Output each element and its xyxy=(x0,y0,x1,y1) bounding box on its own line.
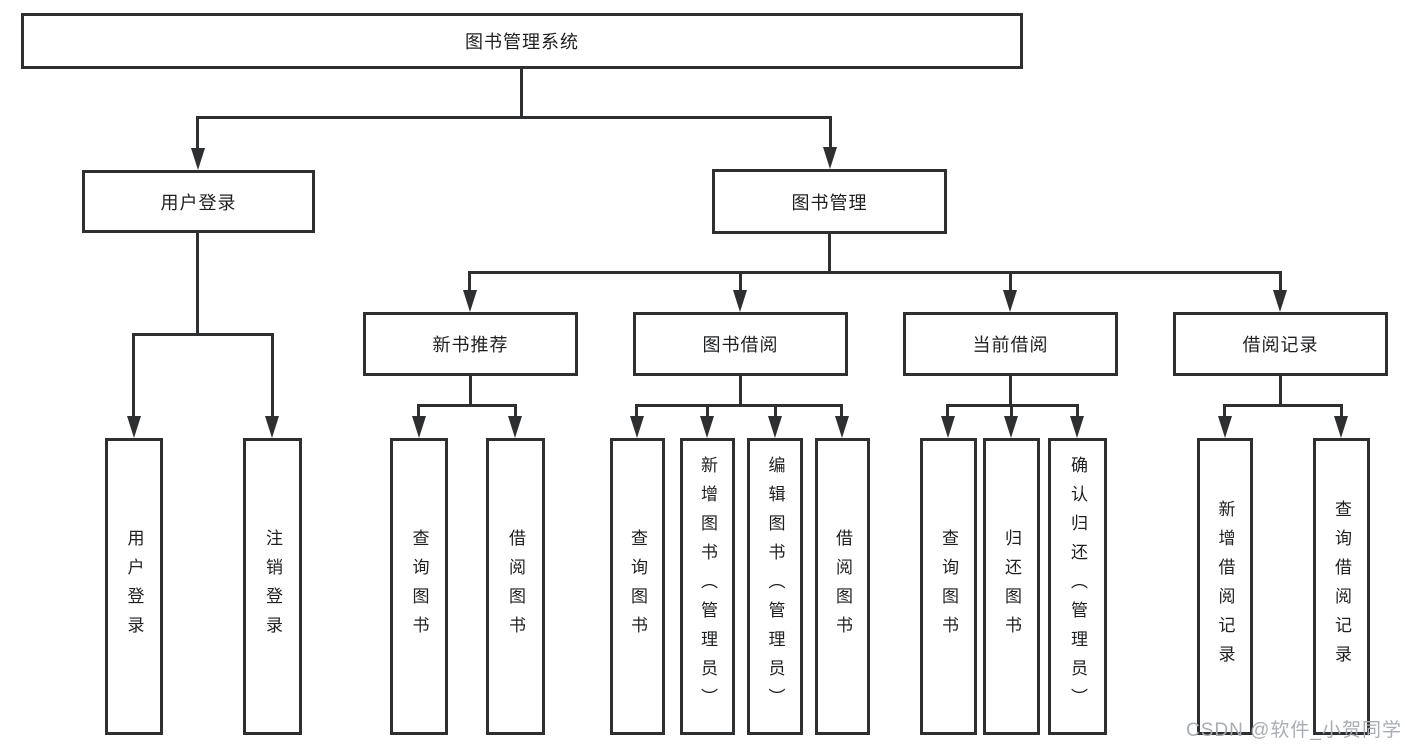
connector-vline xyxy=(635,404,638,422)
leaf-box-query-books-borrow: 查询图书 xyxy=(610,438,665,735)
arrowhead-down-icon xyxy=(412,416,426,438)
arrowhead-down-icon xyxy=(941,416,955,438)
root-box-library-system: 图书管理系统 xyxy=(21,13,1023,69)
connector-vline xyxy=(829,116,832,152)
level3-box-current-borrow: 当前借阅 xyxy=(903,312,1118,376)
arrowhead-down-icon xyxy=(700,416,714,438)
leaf-box-confirm-return-admin: 确认归还（管理员） xyxy=(1048,438,1107,735)
arrowhead-down-icon xyxy=(1004,416,1018,438)
connector-vline xyxy=(520,69,523,119)
connector-vline xyxy=(706,404,709,422)
level3-box-book-borrow: 图书借阅 xyxy=(633,312,848,376)
connector-vline xyxy=(774,404,777,422)
arrowhead-down-icon xyxy=(265,416,279,438)
arrowhead-down-icon xyxy=(508,416,522,438)
arrowhead-down-icon xyxy=(463,290,477,312)
level2-box-user-login: 用户登录 xyxy=(82,170,315,233)
arrowhead-down-icon xyxy=(835,416,849,438)
leaf-box-logout: 注销登录 xyxy=(243,438,302,735)
connector-hline xyxy=(635,404,843,407)
leaf-box-query-borrow-record: 查询借阅记录 xyxy=(1313,438,1370,735)
connector-vline xyxy=(196,233,199,336)
connector-vline xyxy=(739,376,742,407)
arrowhead-down-icon xyxy=(127,416,141,438)
connector-vline xyxy=(1279,271,1282,297)
connector-vline xyxy=(196,116,199,152)
leaf-box-add-books-admin: 新增图书（管理员） xyxy=(680,438,735,735)
arrowhead-down-icon xyxy=(733,290,747,312)
level2-box-book-management: 图书管理 xyxy=(712,169,947,234)
leaf-box-user-login: 用户登录 xyxy=(105,438,163,735)
leaf-box-query-books-current: 查询图书 xyxy=(920,438,977,735)
connector-vline xyxy=(417,404,420,422)
connector-vline xyxy=(271,333,274,421)
arrowhead-down-icon xyxy=(191,148,205,170)
leaf-box-query-books-recommend: 查询图书 xyxy=(390,438,448,735)
connector-vline xyxy=(1009,271,1012,297)
connector-vline xyxy=(1076,404,1079,422)
connector-vline xyxy=(1340,404,1343,422)
arrowhead-down-icon xyxy=(823,147,837,169)
connector-vline xyxy=(739,271,742,297)
connector-hline xyxy=(196,116,832,119)
connector-vline xyxy=(132,333,135,421)
arrowhead-down-icon xyxy=(768,416,782,438)
connector-vline xyxy=(469,376,472,407)
connector-hline xyxy=(417,404,517,407)
level3-box-new-book-recommend: 新书推荐 xyxy=(363,312,578,376)
leaf-box-borrow-books: 借阅图书 xyxy=(815,438,870,735)
connector-vline xyxy=(840,404,843,422)
arrowhead-down-icon xyxy=(1003,290,1017,312)
connector-vline xyxy=(1009,376,1012,407)
arrowhead-down-icon xyxy=(630,416,644,438)
arrowhead-down-icon xyxy=(1273,290,1287,312)
connector-vline xyxy=(468,271,471,297)
connector-hline xyxy=(468,271,1282,274)
leaf-box-add-borrow-record: 新增借阅记录 xyxy=(1197,438,1253,735)
connector-vline xyxy=(1010,404,1013,422)
csdn-watermark: CSDN @软件_小贺同学 xyxy=(1186,720,1402,741)
connector-vline xyxy=(828,234,831,274)
arrowhead-down-icon xyxy=(1218,416,1232,438)
connector-vline xyxy=(1279,376,1282,407)
connector-vline xyxy=(1223,404,1226,422)
leaf-box-return-books: 归还图书 xyxy=(983,438,1040,735)
connector-hline xyxy=(1223,404,1343,407)
connector-vline xyxy=(946,404,949,422)
leaf-box-borrow-books-recommend: 借阅图书 xyxy=(486,438,545,735)
leaf-box-edit-books-admin: 编辑图书（管理员） xyxy=(747,438,803,735)
level3-box-borrow-records: 借阅记录 xyxy=(1173,312,1388,376)
connector-vline xyxy=(514,404,517,422)
connector-hline xyxy=(132,333,274,336)
arrowhead-down-icon xyxy=(1070,416,1084,438)
arrowhead-down-icon xyxy=(1334,416,1348,438)
